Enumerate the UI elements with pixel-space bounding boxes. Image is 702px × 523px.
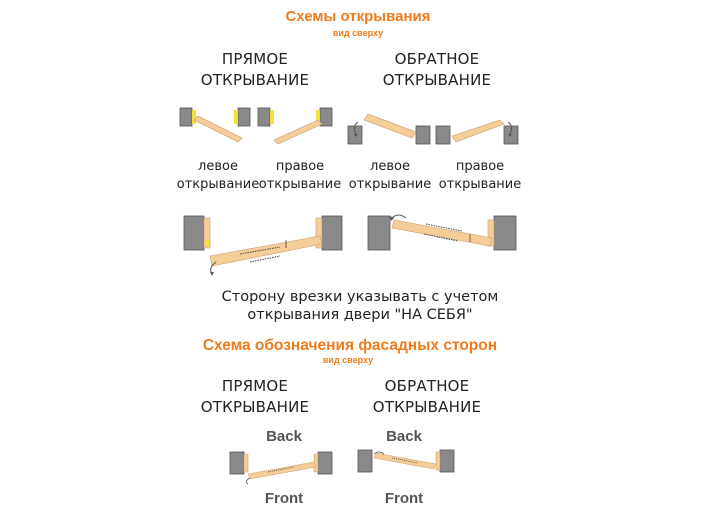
direct-line2: ОТКРЫВАНИЕ (200, 71, 310, 89)
label-line1: левое (370, 159, 410, 174)
label-line2: открывание (438, 177, 522, 192)
section1-subtitle: вид сверху (332, 28, 384, 38)
facade-direct-diagram (229, 451, 333, 485)
note-line1: Сторону врезки указывать с учетом (221, 289, 499, 305)
front-label-reverse: Front (384, 490, 424, 507)
label-line1: левое (198, 159, 238, 174)
door-reverse-left-diagram (347, 113, 431, 145)
direct-line2: ОТКРЫВАНИЕ (200, 398, 310, 416)
section1-note: Сторону врезки указывать с учетом открыв… (160, 288, 560, 324)
label-line2: открывание (176, 177, 260, 192)
label-line1: правое (275, 159, 325, 174)
label-line2: открывание (348, 177, 432, 192)
reverse-line2: ОТКРЫВАНИЕ (372, 398, 482, 416)
direct-line1: ПРЯМОЕ (221, 377, 289, 395)
door-direct-right-diagram (257, 107, 333, 145)
section2-title: Схема обозначения фасадных сторон (202, 337, 498, 354)
facade-reverse-diagram (357, 449, 455, 473)
direct-line1: ПРЯМОЕ (221, 50, 289, 68)
label-reverse-right: правое открывание (434, 158, 526, 194)
front-label-direct: Front (264, 490, 304, 507)
section1-direct-heading: ПРЯМОЕ ОТКРЫВАНИЕ (180, 49, 330, 91)
back-label-reverse: Back (386, 428, 422, 445)
door-direct-left-diagram (179, 107, 251, 143)
door-reverse-right-diagram (435, 119, 519, 145)
section1-title: Схемы открывания (285, 8, 431, 25)
label-reverse-left: левое открывание (344, 158, 436, 194)
back-label-direct: Back (266, 428, 302, 445)
section2-subtitle: вид сверху (322, 355, 374, 365)
door-direct-detail-diagram (183, 215, 343, 276)
reverse-line1: ОБРАТНОЕ (394, 50, 480, 68)
note-line2: открывания двери "НА СЕБЯ" (247, 307, 473, 323)
section1-reverse-heading: ОБРАТНОЕ ОТКРЫВАНИЕ (362, 49, 512, 91)
section2-direct-heading: ПРЯМОЕ ОТКРЫВАНИЕ (180, 376, 330, 418)
label-direct-left: левое открывание (172, 158, 264, 194)
reverse-line1: ОБРАТНОЕ (384, 377, 470, 395)
label-direct-right: правое открывание (254, 158, 346, 194)
label-line1: правое (455, 159, 505, 174)
section2-reverse-heading: ОБРАТНОЕ ОТКРЫВАНИЕ (352, 376, 502, 418)
reverse-line2: ОТКРЫВАНИЕ (382, 71, 492, 89)
door-reverse-detail-diagram (367, 214, 517, 251)
label-line2: открывание (258, 177, 342, 192)
